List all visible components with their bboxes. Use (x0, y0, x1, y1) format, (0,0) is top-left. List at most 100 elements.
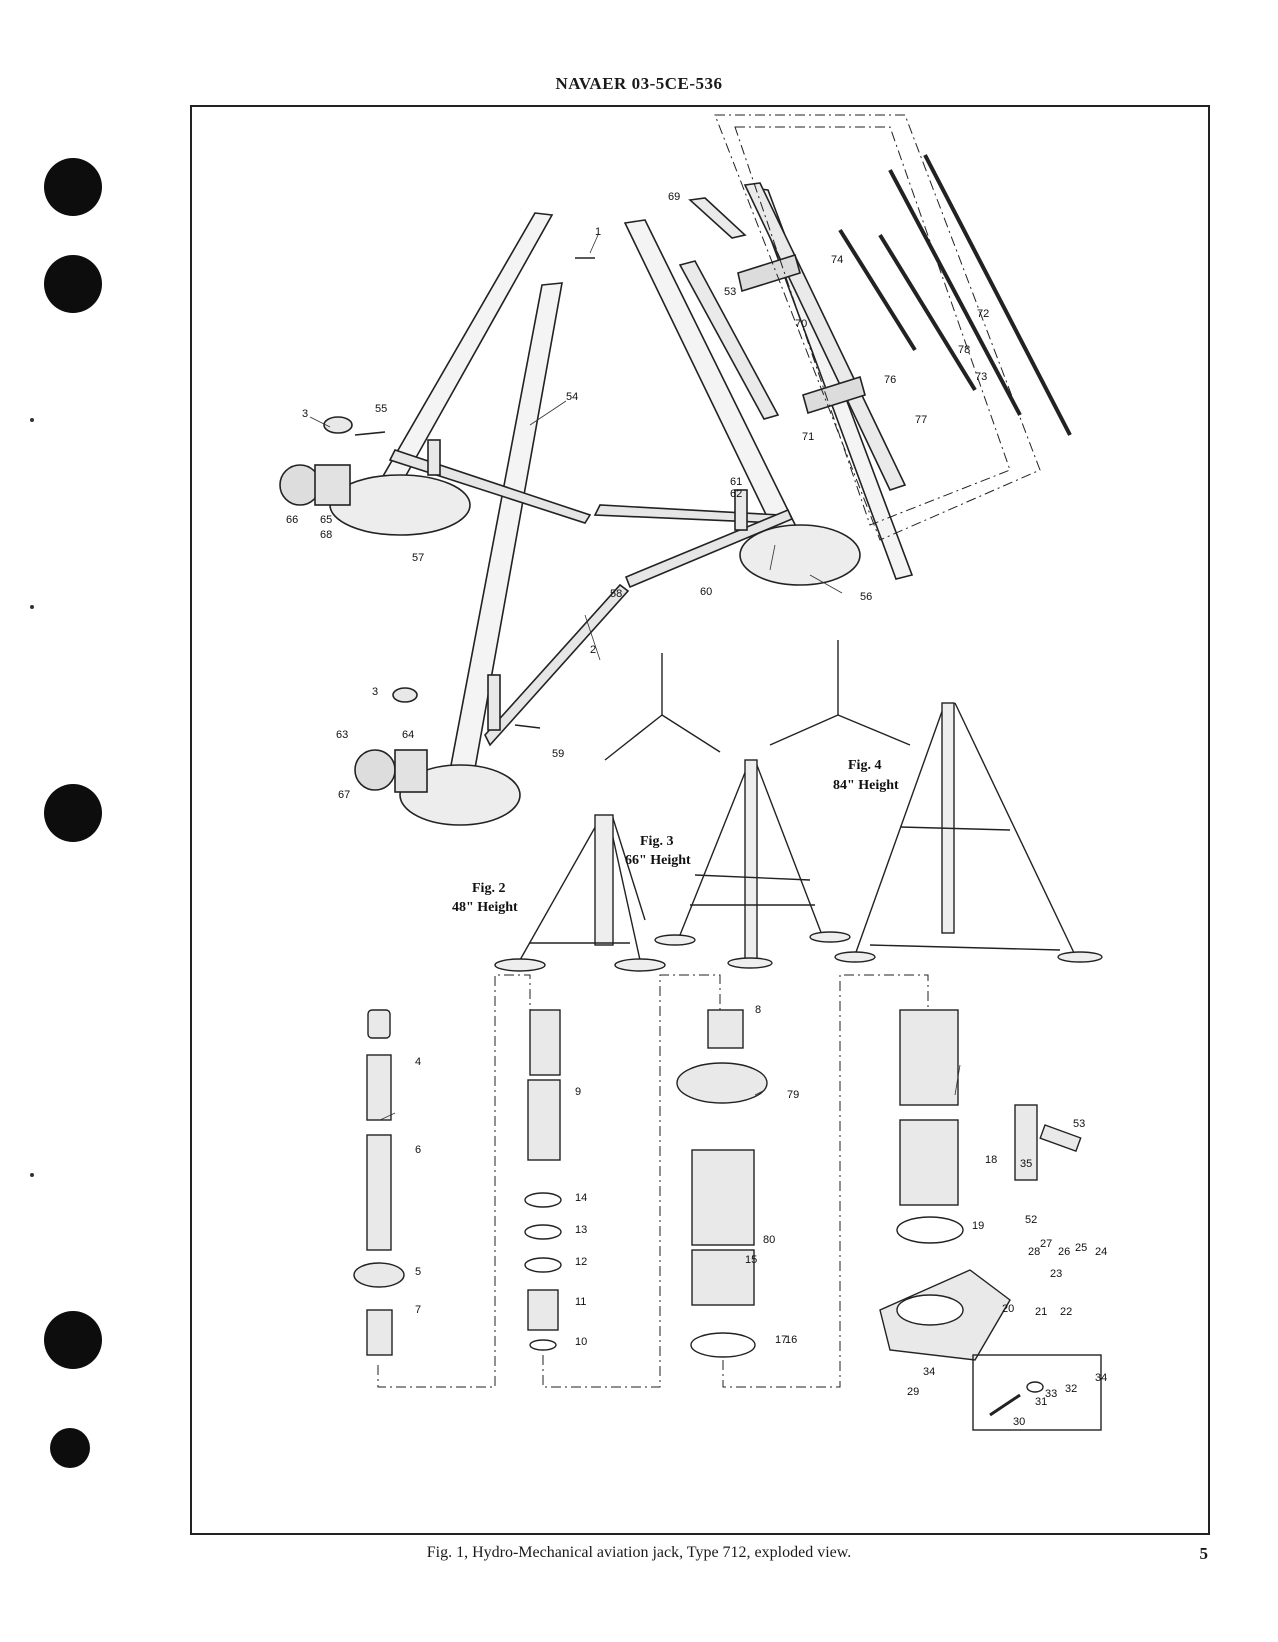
part-callout: 31 (1035, 1396, 1047, 1408)
alignment-line (734, 126, 1011, 526)
brace-bar (484, 583, 630, 747)
leader-line (309, 416, 331, 428)
extension-tube (688, 197, 747, 239)
part-callout: 14 (575, 1192, 587, 1204)
part-callout: 60 (700, 586, 712, 598)
leader-line (954, 1064, 961, 1096)
part-callout: 7 (415, 1304, 421, 1316)
assembled-leg (954, 702, 1076, 956)
part-callout: 13 (575, 1224, 587, 1236)
part-callout: 30 (1013, 1416, 1025, 1428)
part-callout: 16 (785, 1334, 797, 1346)
part-callout: 6 (415, 1144, 421, 1156)
part-ring (690, 1332, 756, 1358)
part-handle (1039, 1124, 1082, 1153)
assembled-leg (754, 759, 823, 936)
extension-kit (661, 714, 721, 753)
part-collar (676, 1062, 768, 1104)
part-callout: 17 (775, 1334, 787, 1346)
foot-plate (329, 474, 471, 536)
part-sleeve (527, 1289, 559, 1331)
caster-bracket (394, 749, 428, 793)
part-callout: 79 (787, 1089, 799, 1101)
part-callout: 67 (338, 789, 350, 801)
caster-wheel (354, 749, 396, 791)
brace-strap (923, 154, 1072, 436)
connector-line (377, 974, 531, 1388)
pin (514, 724, 541, 729)
part-callout: 4 (415, 1056, 421, 1068)
part-valve (989, 1393, 1021, 1417)
part-callout: 19 (972, 1220, 984, 1232)
part-screw (529, 1009, 561, 1076)
assembled-column (744, 759, 758, 961)
part-callout: 73 (975, 371, 987, 383)
part-callout: 15 (745, 1254, 757, 1266)
part-ring (524, 1257, 562, 1273)
extension-kit (769, 714, 839, 746)
part-callout: 74 (831, 254, 843, 266)
assembled-foot (727, 957, 773, 969)
extension-kit (604, 714, 663, 761)
extension-tube (743, 182, 907, 491)
collar (802, 375, 866, 415)
assembled-foot (834, 951, 876, 963)
part-callout: 63 (336, 729, 348, 741)
assembled-brace (869, 944, 1061, 951)
part-callout: 25 (1075, 1242, 1087, 1254)
assembled-foot (494, 958, 546, 972)
fig-3-height: 66" Height (625, 853, 691, 868)
part-callout: 18 (985, 1154, 997, 1166)
part-callout: 12 (575, 1256, 587, 1268)
part-callout: 68 (320, 529, 332, 541)
fig-2-height: 48" Height (452, 900, 518, 915)
part-ring (524, 1192, 562, 1208)
binder-hole (44, 784, 102, 842)
part-callout: 1 (595, 226, 601, 238)
assembled-foot (614, 958, 666, 972)
fig-3-label: Fig. 3 (640, 834, 673, 849)
extension-kit (837, 714, 911, 746)
assembled-foot (809, 931, 851, 943)
part-spring (1026, 1381, 1044, 1393)
cap (323, 416, 353, 434)
part-nut (707, 1009, 744, 1049)
part-screw (527, 1079, 561, 1161)
part-bushing (366, 1309, 393, 1356)
part-ring (896, 1216, 964, 1244)
leader-line (769, 544, 776, 571)
assembled-leg (611, 814, 646, 921)
part-base-bore (896, 1294, 964, 1326)
part-callout: 2 (590, 644, 596, 656)
leader-line (379, 1112, 396, 1121)
assembled-foot (654, 934, 696, 946)
assembled-foot (1057, 951, 1103, 963)
part-nut (353, 1262, 405, 1288)
binder-hole (50, 1428, 90, 1468)
spindle (734, 489, 748, 531)
brace-strap (878, 233, 977, 392)
assembled-column (594, 814, 614, 946)
part-callout: 35 (1020, 1158, 1032, 1170)
figure-caption: Fig. 1, Hydro-Mechanical aviation jack, … (426, 1544, 852, 1561)
foot-plate (739, 524, 861, 586)
part-callout: 78 (958, 344, 970, 356)
extension-tube (678, 260, 780, 420)
leader-line (529, 400, 567, 426)
speck (30, 1173, 34, 1177)
part-callout: 27 (1040, 1238, 1052, 1250)
part-callout: 76 (884, 374, 896, 386)
leader-line (584, 614, 601, 661)
part-pump (1014, 1104, 1038, 1181)
part-callout: 5 (415, 1266, 421, 1278)
part-callout: 33 (1045, 1388, 1057, 1400)
document-header: NAVAER 03-5CE-536 (555, 74, 723, 93)
foot-plate (399, 764, 521, 826)
part-callout: 20 (1002, 1303, 1014, 1315)
fig-4-label: Fig. 4 (848, 758, 881, 773)
part-callout: 53 (724, 286, 736, 298)
part-callout: 65 (320, 514, 332, 526)
assembled-leg (519, 814, 603, 961)
assembled-brace (694, 874, 811, 881)
